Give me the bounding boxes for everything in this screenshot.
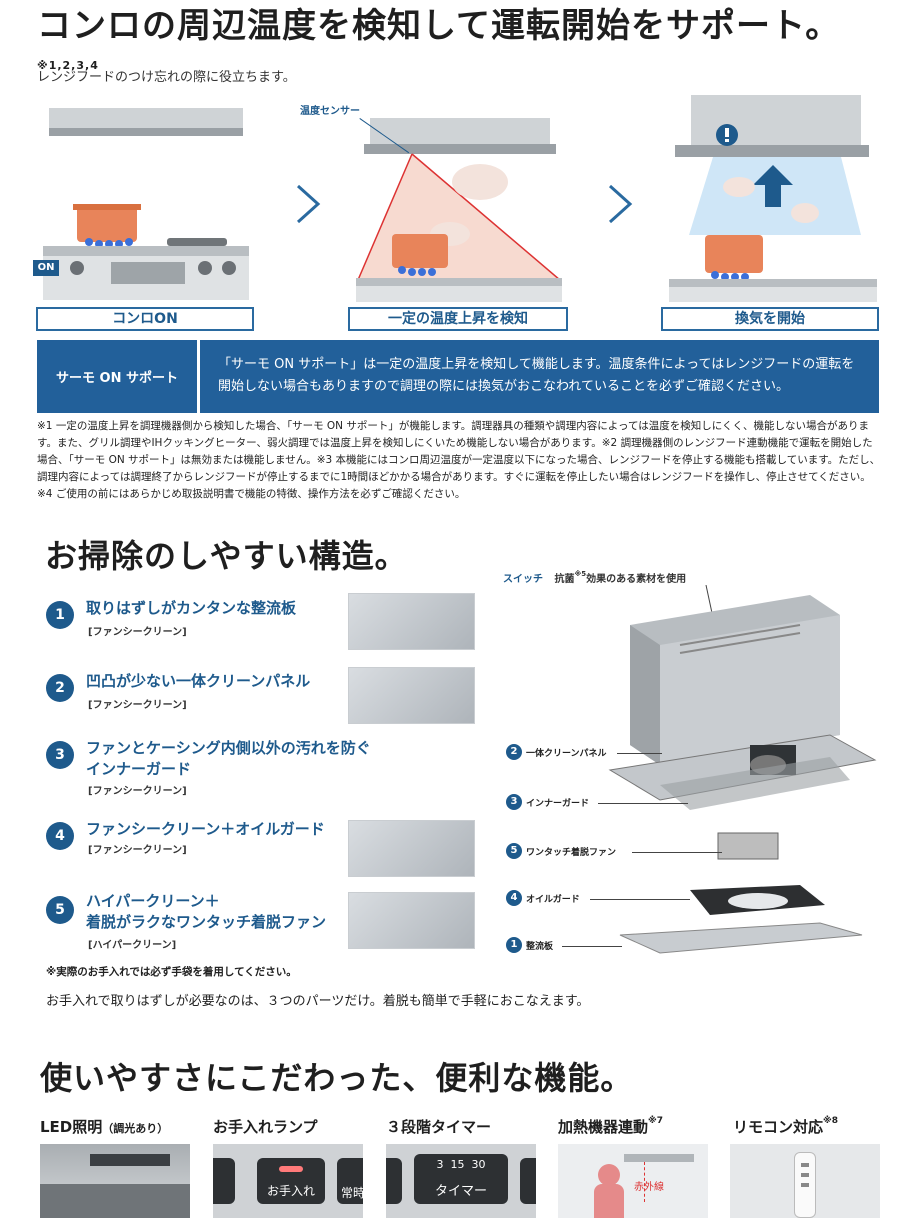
section1-title-text: コンロの周辺温度を検知して運転開始をサポート。 [37,6,841,46]
antibac-rest: 効果のある素材を使用 [586,574,687,585]
feature-sub: [ファンシークリーン] [88,700,187,711]
illustration-ventilation-start [669,95,877,302]
feature-label-led: LED照明（調光あり） [40,1116,168,1137]
feature-number-badge: 1 [46,601,74,629]
antibac-label: 抗菌 [554,574,575,585]
section1-subtitle: レンジフードのつけ忘れの際に役立ちます。 [37,70,296,85]
on-badge: ON [33,260,59,276]
feature-number-badge: 2 [46,674,74,702]
illustration-stove-on [43,108,249,300]
leader-line [632,852,722,853]
feature-title: 凹凸が少ない一体クリーンパネル [86,672,311,690]
antibac-sup: ※5 [574,570,587,578]
step-label-ventilation: 換気を開始 [661,307,879,331]
part-label: 整流板 [526,941,554,952]
leader-line [562,946,622,947]
feature-label-sup: ※8 [823,1116,839,1126]
timer-numbers: 3 15 30 [436,1158,486,1171]
leader-line [617,753,662,754]
feature-photo [348,593,475,650]
feature-label-remote: リモコン対応※8 [733,1116,838,1137]
lamp-indicator [279,1166,303,1172]
section2-title: お掃除のしやすい構造。 [45,537,408,575]
feature-photo [348,667,475,724]
feature-label-small: （調光あり） [102,1122,169,1135]
feature-photo [348,892,475,949]
feature-sub: [ファンシークリーン] [88,786,187,797]
feature-title: 取りはずしがカンタンな整流板 [86,599,297,617]
feature-sub: [ファンシークリーン] [88,627,187,638]
leader-line [590,899,690,900]
step-label-stove-on: コンロON [36,307,254,331]
remote-control-photo [730,1144,880,1218]
part-number-badge: 2 [506,744,522,760]
feature-label-sup: ※7 [648,1116,664,1126]
feature-label-text: 加熱機器連動 [558,1118,649,1136]
led-light-photo [40,1144,190,1218]
feature-title: ファンとケーシング内側以外の汚れを防ぐ インナーガード [86,739,371,778]
feature-number-badge: 5 [46,896,74,924]
glove-note: ※実際のお手入れでは必ず手袋を着用してください。 [46,966,297,978]
timer-photo: 3 15 30 タイマー [386,1144,536,1218]
range-hood-exploded-diagram [608,585,877,954]
timer-text: タイマー [434,1184,487,1199]
footnotes: ※1 一定の温度上昇を調理機器側から検知した場合、「サーモ ON サポート」が機… [37,420,881,500]
part-label: 一体クリーンパネル [526,748,607,759]
feature-label-text: LED照明 [40,1118,103,1136]
step-label-temperature-detect: 一定の温度上昇を検知 [348,307,568,331]
thermo-box-text: 「サーモ ON サポート」は一定の温度上昇を検知して機能します。温度条件によって… [218,357,855,394]
part-number-badge: 1 [506,937,522,953]
feature-photo [348,820,475,877]
feature-title: ハイパークリーン＋ 着脱がラクなワンタッチ着脱ファン [86,892,327,931]
feature-label-timer: ３段階タイマー [386,1116,491,1137]
chevron-right-icon [296,184,321,224]
feature-sub: [ハイパークリーン] [88,940,177,951]
infrared-label: 赤外線 [634,1182,664,1193]
remote-icon [794,1152,816,1218]
feature-label-linkage: 加熱機器連動※7 [558,1116,663,1137]
part-callout: 1 整流板 [506,937,553,953]
part-label: インナーガード [526,798,590,809]
heating-linkage-illustration: 赤外線 [558,1144,708,1218]
feature-label-maintenance-lamp: お手入れランプ [213,1116,318,1137]
maintenance-lamp-photo: お手入れ 常時 [213,1144,363,1218]
timer-button: 3 15 30 タイマー [414,1154,508,1204]
feature-number-badge: 4 [46,822,74,850]
part-callout: 2 一体クリーンパネル [506,744,607,760]
part-label: ワンタッチ着脱ファン [526,847,617,858]
part-callout: 3 インナーガード [506,794,589,810]
maintenance-lamp-button: お手入れ [257,1158,325,1204]
chevron-right-icon [608,184,633,224]
illustration-temperature-detect [356,118,563,302]
leader-line [598,803,688,804]
feature-label-text: リモコン対応 [733,1118,824,1136]
lamp-side-text: 常時 [341,1186,363,1200]
section3-title: 使いやすさにこだわった、便利な機能。 [40,1059,634,1097]
switch-label: スイッチ [503,574,543,585]
feature-label-text: お手入れランプ [213,1118,318,1136]
part-number-badge: 3 [506,794,522,810]
temperature-sensor-label: 温度センサー [300,106,360,117]
feature-number-badge: 3 [46,741,74,769]
cleaning-summary: お手入れで取りはずしが必要なのは、３つのパーツだけ。着脱も簡単で手軽におこなえま… [46,994,590,1009]
lamp-side-button: 常時 [337,1158,363,1204]
part-number-badge: 5 [506,843,522,859]
section1-title: コンロの周辺温度を検知して運転開始をサポート。 ※1,2,3,4 [37,6,900,86]
diagram-header: スイッチ 抗菌※5効果のある素材を使用 [503,570,686,585]
feature-label-text: ３段階タイマー [386,1118,492,1136]
thermo-on-support-box: サーモ ON サポート 「サーモ ON サポート」は一定の温度上昇を検知して機能… [37,340,879,413]
part-callout: 5 ワンタッチ着脱ファン [506,843,616,859]
lamp-text: お手入れ [266,1184,315,1198]
part-callout: 4 オイルガード [506,890,580,906]
feature-title: ファンシークリーン＋オイルガード [86,820,325,838]
section1-title-sup: ※1,2,3,4 [37,59,99,72]
part-number-badge: 4 [506,890,522,906]
thermo-box-label: サーモ ON サポート [37,340,200,413]
feature-sub: [ファンシークリーン] [88,845,187,856]
part-label: オイルガード [526,894,580,905]
